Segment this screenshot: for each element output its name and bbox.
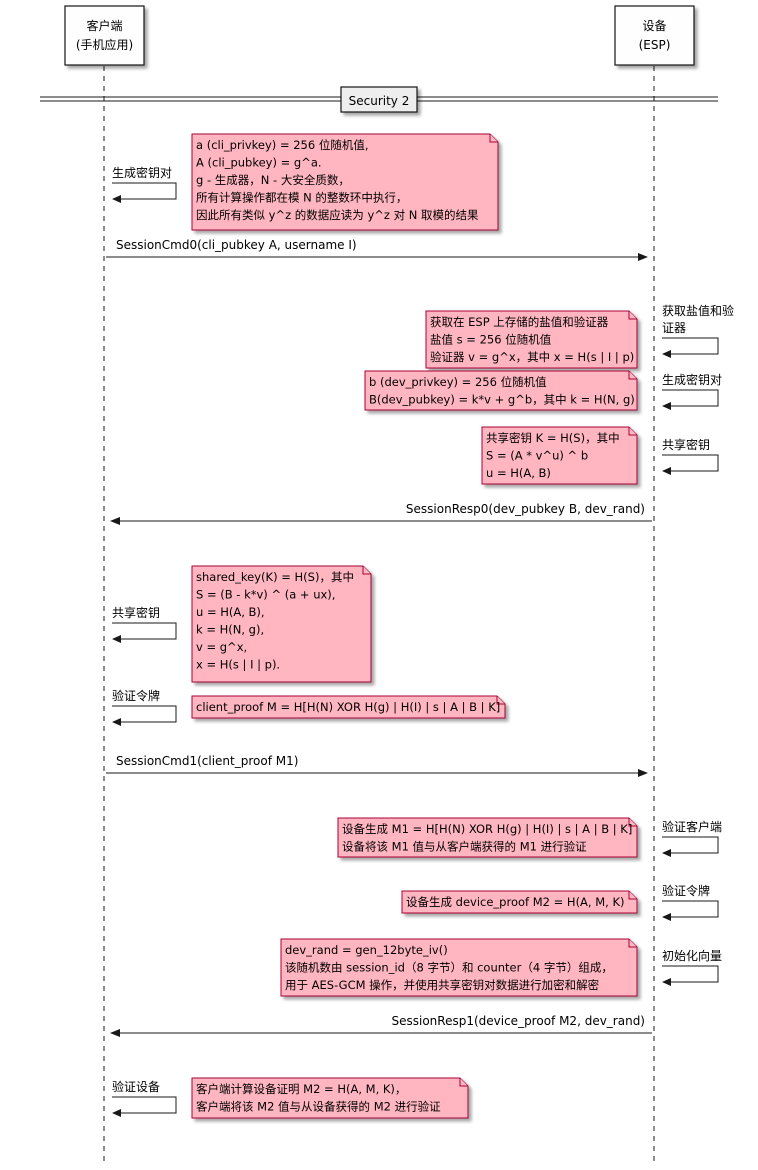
note-line: 盐值 s = 256 位随机值 — [430, 333, 552, 347]
note-corner — [496, 696, 505, 705]
note-box — [191, 565, 372, 683]
self-message-device-verify-token: 验证令牌 — [662, 883, 719, 921]
note-line: 验证器 v = g^x，其中 x = H(s | I | p) — [430, 350, 634, 364]
note-box — [401, 890, 638, 914]
self-message-device-init-iv: 初始化向量 — [662, 948, 722, 986]
self-message-device-shared-key: 共享密钥 — [662, 437, 719, 475]
note-line: g - 生成器，N - 大安全质数， — [196, 173, 350, 187]
note-corner — [628, 371, 637, 380]
note-line: S = (A * v^u) ^ b — [486, 449, 588, 463]
note-line: 设备生成 M1 = H[H(N) XOR H(g) | H(I) | s | A… — [342, 822, 632, 836]
step-label: 验证令牌 — [112, 688, 160, 703]
step-label: 初始化向量 — [662, 948, 722, 963]
notes-layer: a (cli_privkey) = 256 位随机值, A (cli_pubkey… — [191, 133, 638, 1119]
note-client-m2: 客户端计算设备证明 M2 = H(A, M, K)， 客户端将该 M2 值与从设备… — [191, 1077, 469, 1119]
note-line: x = H(s | I | p). — [196, 658, 280, 672]
note-device-m2: 设备生成 device_proof M2 = H(A, M, K) — [401, 890, 638, 914]
note-line: 客户端将该 M2 值与从设备获得的 M2 进行验证 — [196, 1100, 441, 1114]
note-device-rand: dev_rand = gen_12byte_iv() 该随机数由 session_… — [280, 938, 638, 997]
self-message-client-keypair: 生成密钥对 — [112, 165, 177, 203]
note-line: shared_key(K) = H(S)，其中 — [196, 570, 354, 584]
note-device-shared: 共享密钥 K = H(S)，其中 S = (A * v^u) ^ b u = H(A… — [481, 426, 638, 485]
step-label: 共享密钥 — [112, 605, 160, 620]
note-box — [364, 370, 638, 411]
note-line: S = (B - k*v) ^ (a + ux), — [196, 588, 335, 602]
note-box — [337, 817, 638, 858]
note-line: 设备生成 device_proof M2 = H(A, M, K) — [406, 895, 625, 909]
note-corner — [628, 891, 637, 900]
message-session-resp1: SessionResp1(device_proof M2, dev_rand) — [110, 1014, 652, 1037]
step-label: 共享密钥 — [662, 437, 710, 452]
note-line: k = H(N, g), — [196, 623, 264, 637]
note-client-shared: shared_key(K) = H(S)，其中 S = (B - k*v) ^ (… — [191, 565, 372, 683]
note-box — [425, 310, 638, 369]
note-line: client_proof M = H[H(N) XOR H(g) | H(I) … — [196, 700, 500, 714]
security-divider: Security 2 — [40, 86, 718, 113]
note-line: 获取在 ESP 上存储的盐值和验证器 — [430, 315, 609, 329]
note-line: 因此所有类似 y^z 的数据应读为 y^z 对 N 取模的结果 — [196, 208, 479, 222]
step-label: 生成密钥对 — [662, 372, 722, 387]
self-message-device-verify-client: 验证客户端 — [662, 819, 722, 857]
note-box — [191, 695, 506, 719]
note-line: v = g^x, — [196, 640, 247, 654]
divider-label: Security 2 — [349, 94, 410, 108]
message-label: SessionResp0(dev_pubkey B, dev_rand) — [406, 502, 645, 516]
message-label: SessionResp1(device_proof M2, dev_rand) — [392, 1014, 646, 1028]
participant-client-name: 客户端 — [86, 18, 122, 33]
note-corner — [628, 311, 637, 320]
participant-client: 客户端 (手机应用) — [64, 5, 145, 66]
self-message-client-shared-key: 共享密钥 — [112, 605, 177, 643]
participant-client-subtitle: (手机应用) — [76, 37, 133, 52]
note-line: A (cli_pubkey) = g^a. — [196, 156, 322, 170]
note-corner — [362, 566, 371, 575]
step-label: 获取盐值和验 — [662, 303, 734, 318]
note-device-m1: 设备生成 M1 = H[H(N) XOR H(g) | H(I) | s | A… — [337, 817, 638, 858]
step-label: 验证设备 — [112, 1079, 160, 1094]
message-label: SessionCmd0(cli_pubkey A, username I) — [116, 238, 357, 252]
participant-device-subtitle: (ESP) — [639, 38, 671, 52]
note-box — [280, 938, 638, 997]
note-line: a (cli_privkey) = 256 位随机值, — [196, 138, 369, 152]
note-box — [191, 1077, 469, 1119]
self-message-client-verify-device: 验证设备 — [112, 1079, 177, 1117]
note-client-keypair: a (cli_privkey) = 256 位随机值, A (cli_pubkey… — [191, 133, 499, 231]
note-line: 设备将该 M1 值与从客户端获得的 M1 进行验证 — [342, 840, 587, 854]
note-line: u = H(A, B) — [486, 466, 551, 480]
message-session-resp0: SessionResp0(dev_pubkey B, dev_rand) — [110, 502, 652, 525]
note-line: 该随机数由 session_id（8 字节）和 counter（4 字节）组成， — [285, 961, 613, 975]
note-line: b (dev_privkey) = 256 位随机值 — [369, 375, 547, 389]
note-corner — [459, 1078, 468, 1087]
note-client-proof: client_proof M = H[H(N) XOR H(g) | H(I) … — [191, 695, 506, 719]
message-label: SessionCmd1(client_proof M1) — [116, 754, 298, 768]
participant-device-name: 设备 — [642, 19, 666, 33]
step-label: 证器 — [662, 321, 686, 335]
note-box — [191, 133, 499, 231]
note-line: 客户端计算设备证明 M2 = H(A, M, K)， — [196, 1082, 406, 1096]
step-label: 生成密钥对 — [112, 165, 172, 180]
self-message-device-get-salt: 获取盐值和验 证器 — [662, 303, 734, 358]
message-session-cmd0: SessionCmd0(cli_pubkey A, username I) — [106, 238, 648, 261]
message-session-cmd1: SessionCmd1(client_proof M1) — [106, 754, 648, 777]
note-device-keypair: b (dev_privkey) = 256 位随机值 B(dev_pubkey) … — [364, 370, 638, 411]
note-line: B(dev_pubkey) = k*v + g^b，其中 k = H(N, g) — [369, 393, 635, 407]
self-message-client-verify-token: 验证令牌 — [112, 688, 177, 726]
note-line: 所有计算操作都在模 N 的整数环中执行， — [196, 191, 407, 205]
note-corner — [628, 818, 637, 827]
note-line: 共享密钥 K = H(S)，其中 — [486, 431, 620, 445]
note-corner — [628, 427, 637, 436]
step-label: 验证客户端 — [662, 819, 722, 834]
self-message-device-keypair: 生成密钥对 — [662, 372, 722, 410]
note-line: dev_rand = gen_12byte_iv() — [285, 943, 448, 957]
note-line: u = H(A, B), — [196, 605, 265, 619]
note-corner — [489, 134, 498, 143]
step-label: 验证令牌 — [662, 883, 710, 898]
note-box — [481, 426, 638, 485]
note-corner — [628, 939, 637, 948]
note-line: 用于 AES-GCM 操作，并使用共享密钥对数据进行加密和解密 — [285, 978, 599, 992]
participant-device: 设备 (ESP) — [614, 5, 695, 66]
